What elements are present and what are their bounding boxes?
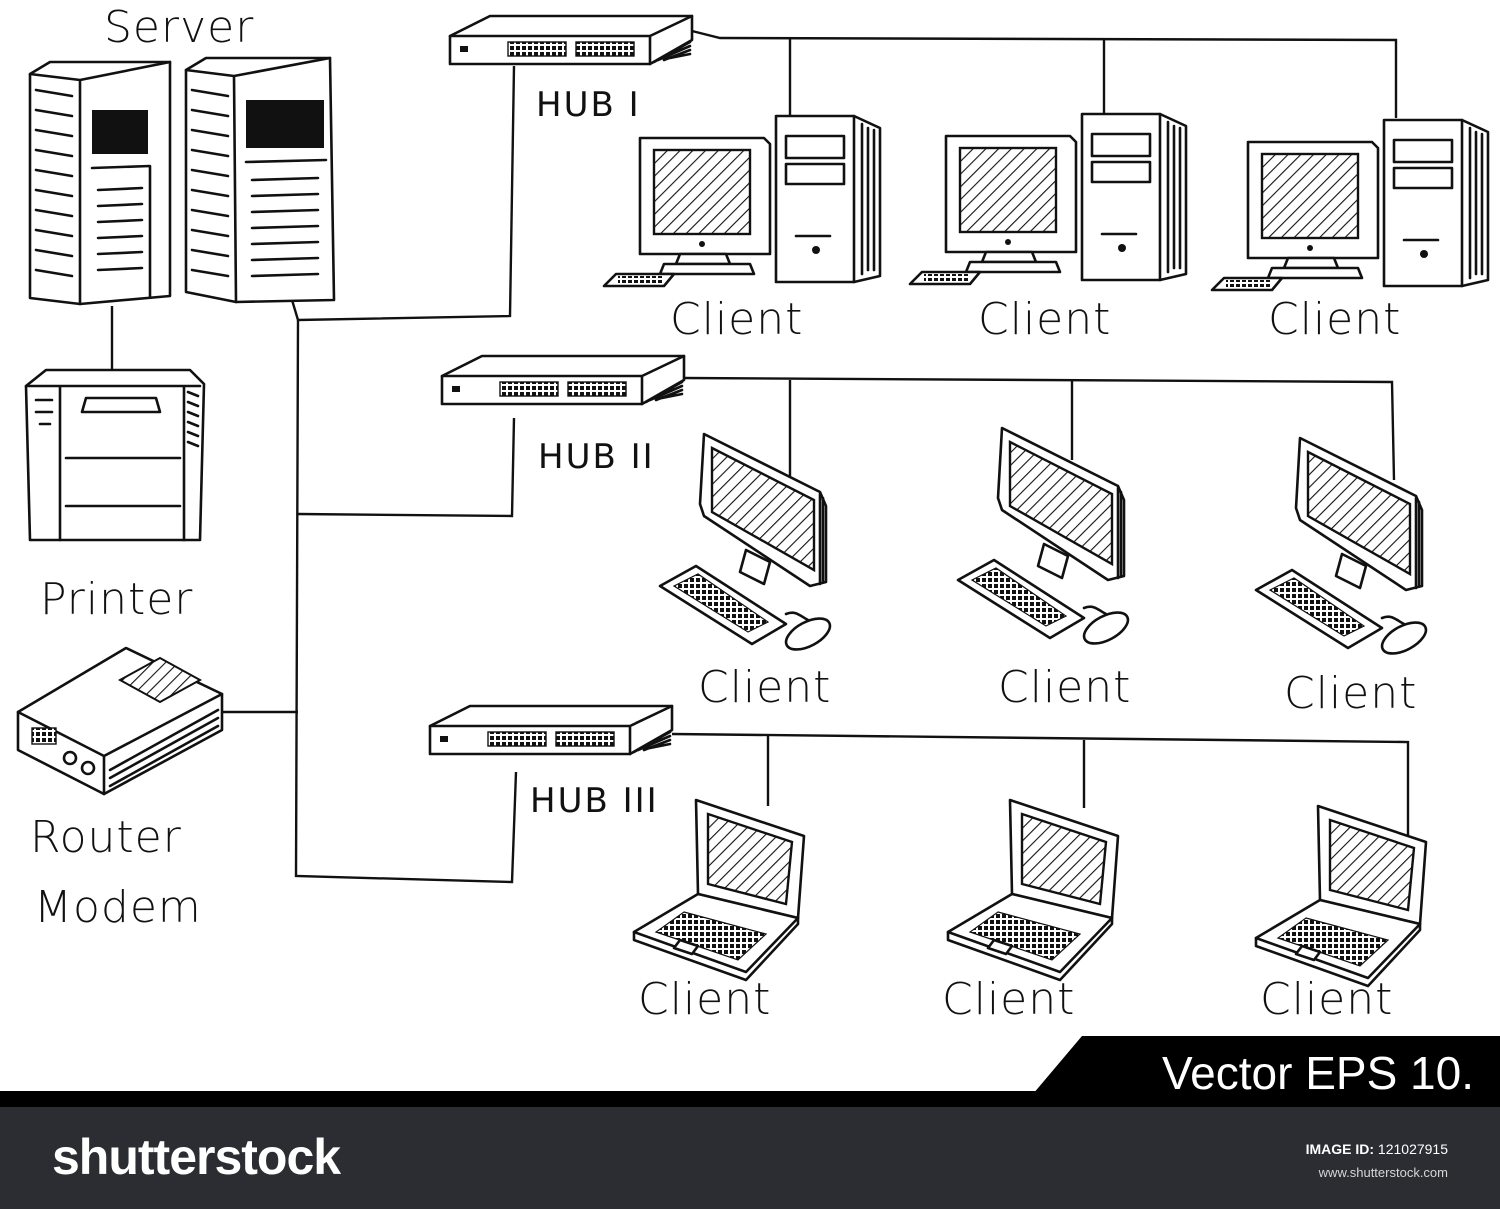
- client-laptop-2-icon: [946, 798, 1120, 982]
- hub-2-label: HUB II: [538, 437, 655, 477]
- router-label-line1: Router: [30, 812, 182, 863]
- site-url: www.shutterstock.com: [1318, 1165, 1448, 1180]
- hub-1-icon: [448, 14, 694, 66]
- client-label: Client: [1284, 668, 1417, 719]
- client-label: Client: [1268, 294, 1401, 345]
- client-laptop-3-icon: [1254, 804, 1428, 988]
- server-tower-left: [28, 60, 172, 306]
- hub-3-label: HUB III: [530, 781, 659, 821]
- client-monitor-1-icon: [658, 432, 837, 658]
- shutterstock-logo: shutterstock: [52, 1129, 341, 1185]
- vector-eps-label: Vector EPS 10.: [1162, 1047, 1474, 1099]
- client-monitor-2-icon: [956, 426, 1135, 652]
- client-desktop-3-icon: [1210, 118, 1490, 292]
- client-label: Client: [698, 662, 831, 713]
- printer-label: Printer: [40, 574, 193, 625]
- client-laptop-1-icon: [632, 798, 806, 982]
- client-label: Client: [1260, 974, 1393, 1025]
- footer-banner: [0, 1091, 1500, 1209]
- client-label: Client: [670, 294, 803, 345]
- hub-1-label: HUB I: [536, 85, 641, 125]
- hub-2-icon: [440, 354, 686, 406]
- image-id-label: IMAGE ID:: [1305, 1141, 1375, 1157]
- client-monitor-3-icon: [1254, 436, 1433, 662]
- client-label: Client: [978, 294, 1111, 345]
- router-label-line2: Modem: [34, 882, 202, 933]
- hub-3-icon: [428, 704, 674, 756]
- vector-tab: [1022, 1036, 1500, 1107]
- router-modem-icon: [16, 646, 224, 796]
- client-label: Client: [998, 662, 1131, 713]
- image-id: IMAGE ID: 121027915: [1306, 1141, 1448, 1157]
- client-desktop-1-icon: [602, 114, 882, 288]
- server-label: Server: [104, 2, 254, 53]
- client-desktop-2-icon: [908, 112, 1188, 286]
- printer-icon: [24, 368, 206, 542]
- image-id-value: 121027915: [1377, 1141, 1448, 1157]
- server-tower-right: [184, 56, 336, 304]
- client-label: Client: [942, 974, 1075, 1025]
- connection-lines: [110, 28, 1410, 884]
- client-label: Client: [638, 974, 771, 1025]
